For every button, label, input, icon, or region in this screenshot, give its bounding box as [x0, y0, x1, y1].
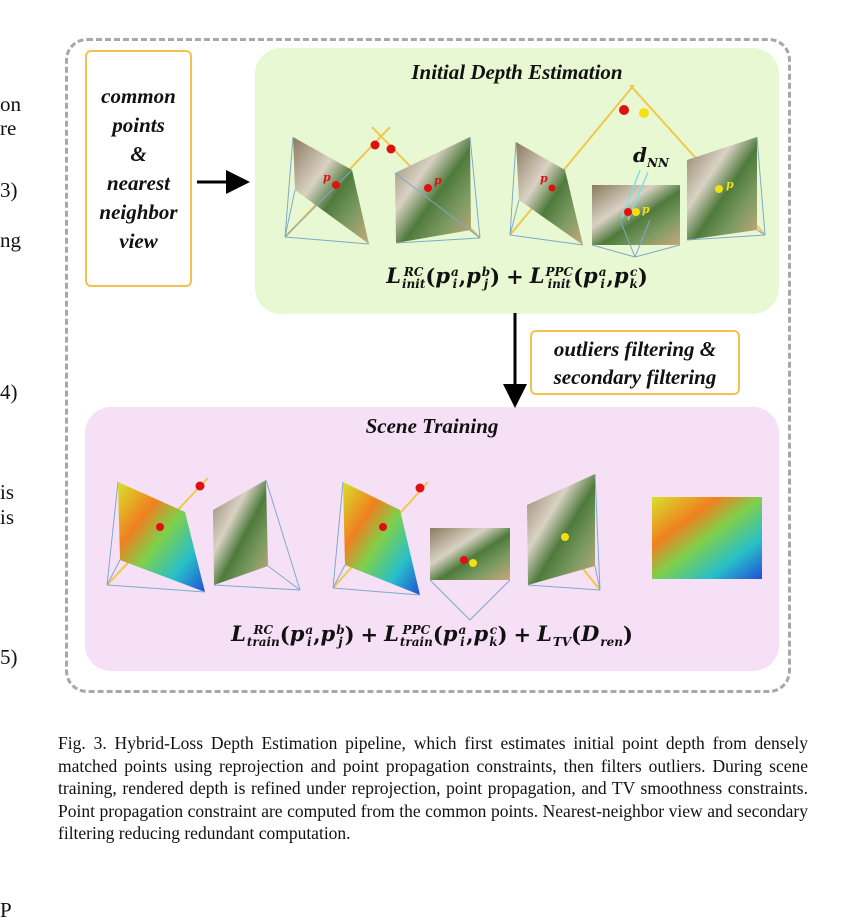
- eq-operator: ,: [313, 622, 321, 647]
- view-image: [213, 480, 268, 585]
- points: [332, 105, 723, 216]
- figure-caption: Fig. 3. Hybrid-Loss Depth Estimation pip…: [58, 733, 808, 843]
- point-label: p: [323, 171, 331, 184]
- side-text: is: [0, 480, 15, 504]
- input-line: view: [119, 228, 158, 253]
- eq-operator: (: [573, 264, 584, 289]
- camera-frustums: [284, 136, 766, 258]
- side-text: ng: [0, 228, 21, 252]
- diagram-graphics: p p p p p dNN: [106, 84, 766, 621]
- depth-map: [118, 482, 205, 592]
- side-text: on: [0, 92, 21, 116]
- filter-box: outliers filtering & secondary filtering: [530, 330, 740, 395]
- eq-operator: +: [360, 622, 379, 647]
- eq-operator: ): [490, 264, 501, 289]
- depth-map: [343, 482, 420, 595]
- eq-symbol: D ren: [581, 621, 623, 649]
- input-line: nearest: [107, 170, 170, 195]
- point-label: p: [642, 203, 650, 216]
- side-text: 4): [0, 380, 18, 404]
- filter-line: outliers filtering &: [553, 337, 717, 361]
- eq-operator: (: [425, 264, 436, 289]
- eq-operator: ,: [466, 622, 474, 647]
- input-line: &: [130, 141, 147, 166]
- view-image: [395, 137, 471, 243]
- figure-frame: [65, 38, 791, 693]
- input-line: neighbor: [99, 199, 178, 224]
- side-text: 3): [0, 178, 18, 202]
- eq-operator: ): [637, 264, 648, 289]
- eq-operator: +: [506, 264, 524, 289]
- initial-title: Initial Depth Estimation: [411, 60, 623, 84]
- eq-operator: ,: [606, 264, 614, 289]
- dnn-label: dNN: [633, 143, 670, 170]
- view-image: [516, 142, 583, 245]
- scene-title: Scene Training: [365, 414, 499, 438]
- rendered-depth-map: [652, 497, 762, 579]
- side-text: re: [0, 116, 17, 140]
- eq-operator: (: [571, 622, 582, 647]
- point-label: p: [540, 172, 548, 185]
- eq-operator: (: [279, 622, 290, 647]
- eq-symbol: L TV: [537, 621, 572, 649]
- input-line: common: [101, 83, 176, 108]
- eq-operator: ): [497, 622, 508, 647]
- view-image: [430, 528, 510, 580]
- eq-operator: ,: [458, 264, 467, 289]
- input-line: points: [112, 112, 165, 137]
- side-text: 5): [0, 645, 18, 669]
- eq-operator: ): [622, 622, 633, 647]
- filter-line: secondary filtering: [553, 365, 717, 389]
- view-image: [527, 474, 595, 585]
- point-label: p: [434, 174, 442, 187]
- input-box: common points & nearest neighbor view: [85, 50, 192, 287]
- eq-operator: (: [432, 622, 443, 647]
- point-label: p: [726, 178, 734, 191]
- eq-operator: +: [513, 622, 532, 647]
- side-text: P: [0, 898, 12, 922]
- side-text: is: [0, 505, 15, 529]
- eq-operator: ): [344, 622, 355, 647]
